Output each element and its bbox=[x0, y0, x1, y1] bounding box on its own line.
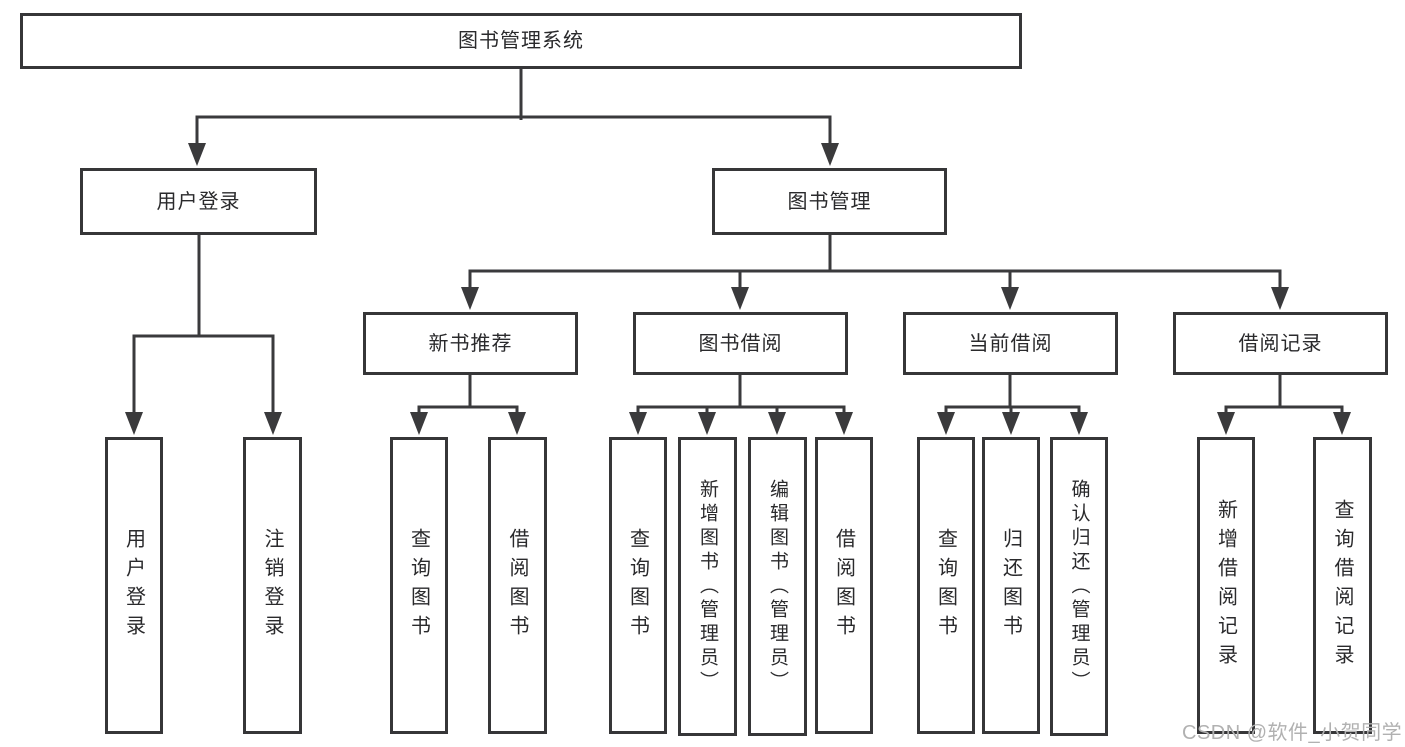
leaf-query-books-recommend: 查询图书 bbox=[390, 437, 448, 734]
node-new-book-recommendation: 新书推荐 bbox=[363, 312, 578, 375]
leaf-edit-books-admin: 编辑图书（管理员） bbox=[748, 437, 807, 736]
leaf-borrow-books-borrowing: 借阅图书 bbox=[815, 437, 873, 734]
leaf-logout: 注销登录 bbox=[243, 437, 302, 734]
node-library-management-system: 图书管理系统 bbox=[20, 13, 1022, 69]
leaf-borrow-books-recommend: 借阅图书 bbox=[488, 437, 547, 734]
leaf-user-login: 用户登录 bbox=[105, 437, 163, 734]
leaf-confirm-return-admin: 确认归还（管理员） bbox=[1050, 437, 1108, 736]
node-borrowing-records: 借阅记录 bbox=[1173, 312, 1388, 375]
arrowhead-icons bbox=[125, 143, 1351, 435]
leaf-return-books: 归还图书 bbox=[982, 437, 1040, 734]
node-user-login: 用户登录 bbox=[80, 168, 317, 235]
node-book-borrowing: 图书借阅 bbox=[633, 312, 848, 375]
csdn-watermark: CSDN @软件_小贺同学 bbox=[1182, 722, 1403, 744]
leaf-add-books-admin: 新增图书（管理员） bbox=[678, 437, 737, 736]
leaf-add-borrow-record: 新增借阅记录 bbox=[1197, 437, 1255, 734]
node-current-borrowing: 当前借阅 bbox=[903, 312, 1118, 375]
leaf-query-books-borrowing: 查询图书 bbox=[609, 437, 667, 734]
leaf-query-books-current: 查询图书 bbox=[917, 437, 975, 734]
node-book-management: 图书管理 bbox=[712, 168, 947, 235]
leaf-query-borrow-record: 查询借阅记录 bbox=[1313, 437, 1372, 734]
